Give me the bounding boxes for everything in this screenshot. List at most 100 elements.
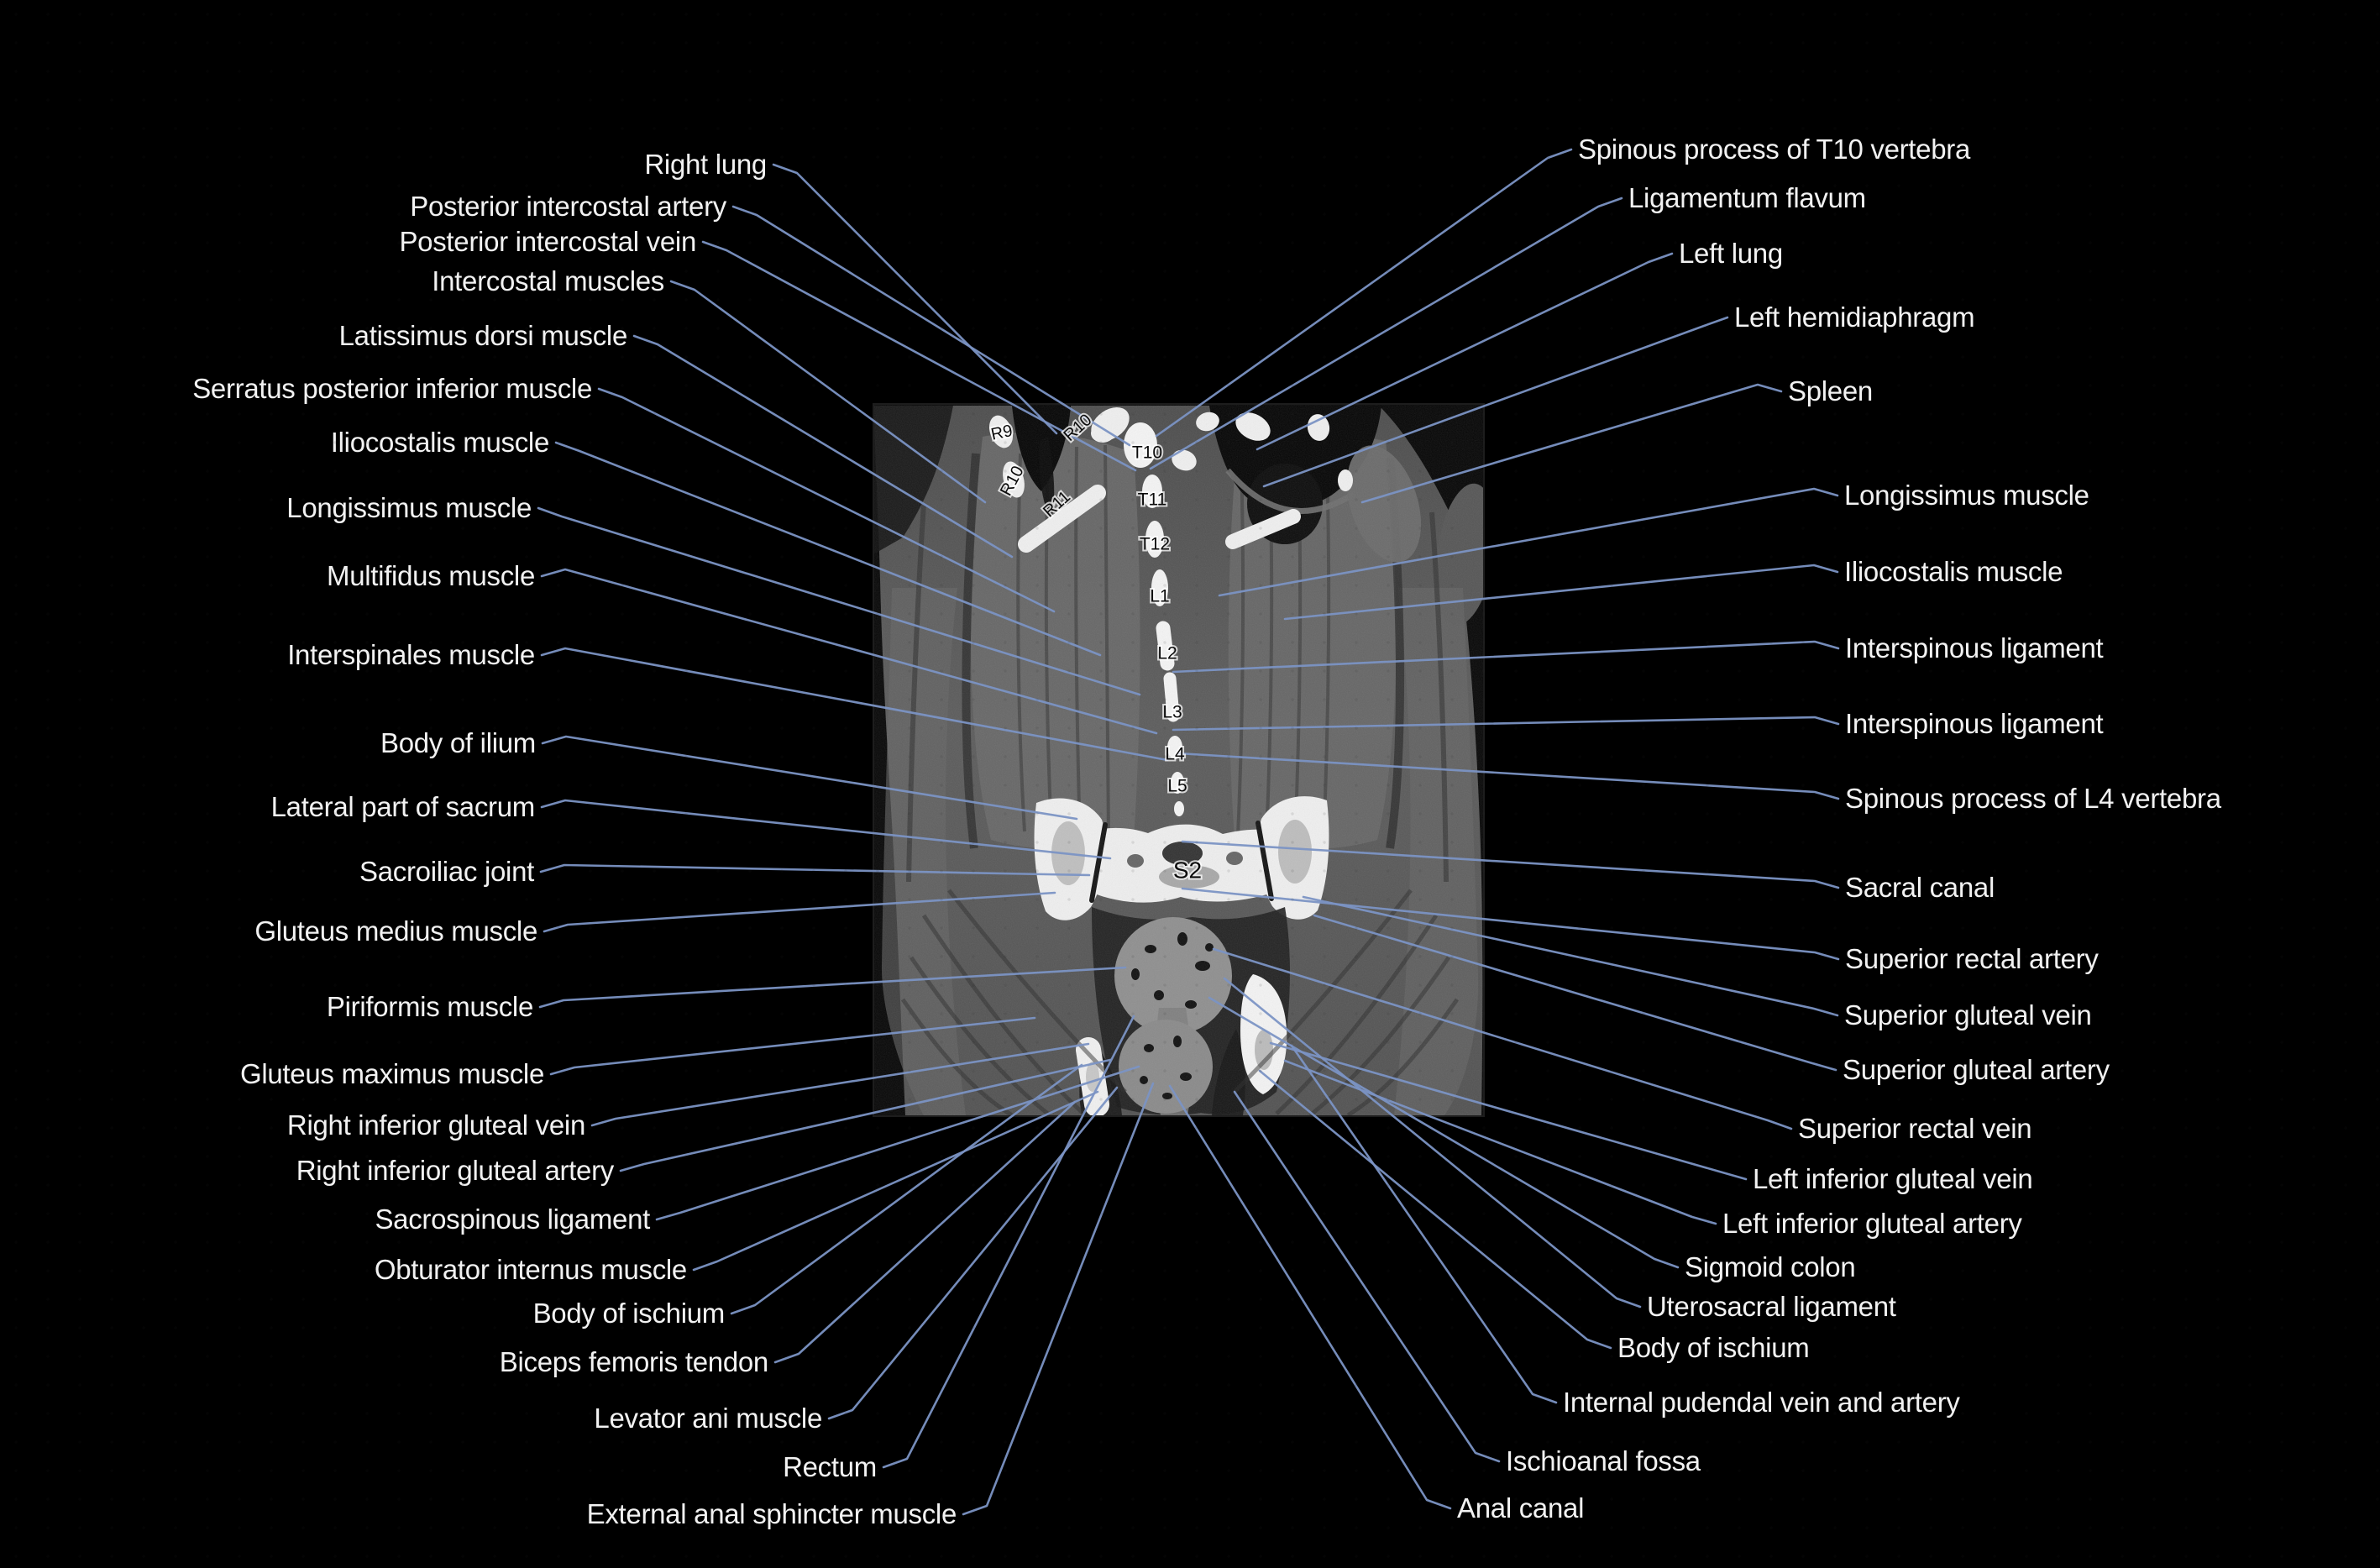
ct-marker-l1-7: L1 bbox=[1150, 587, 1169, 606]
anatomy-label-right-10-spinous-process-of-l4-vertebra: Spinous process of L4 vertebra bbox=[1845, 783, 2221, 814]
leader-line-left-22 bbox=[773, 1100, 1077, 1364]
anatomy-label-left-21-body-of-ischium: Body of ischium bbox=[532, 1298, 726, 1329]
anatomy-label-right-9-interspinous-ligament: Interspinous ligament bbox=[1845, 708, 2104, 739]
leader-line-left-21 bbox=[730, 1063, 1083, 1315]
leader-line-right-16 bbox=[1269, 1041, 1748, 1181]
leader-line-right-9 bbox=[1172, 716, 1840, 732]
ct-marker-t12-6: T12 bbox=[1140, 535, 1170, 554]
leader-line-right-19 bbox=[1223, 977, 1642, 1308]
ct-frame-border bbox=[873, 403, 1485, 1117]
anatomy-label-right-19-uterosacral-ligament: Uterosacral ligament bbox=[1647, 1291, 1896, 1322]
anatomy-label-right-13-superior-gluteal-vein: Superior gluteal vein bbox=[1844, 999, 2092, 1030]
leader-line-right-12 bbox=[1181, 887, 1840, 961]
anatomy-label-right-18-sigmoid-colon: Sigmoid colon bbox=[1685, 1251, 1856, 1282]
ct-marker-l3-9: L3 bbox=[1162, 703, 1182, 722]
anatomy-label-right-20-body-of-ischium: Body of ischium bbox=[1617, 1332, 1810, 1363]
anatomy-label-right-16-left-inferior-gluteal-vein: Left inferior gluteal vein bbox=[1753, 1163, 2033, 1194]
leader-line-left-16 bbox=[549, 1016, 1036, 1076]
leader-line-right-3 bbox=[1256, 252, 1674, 451]
leader-line-right-10 bbox=[1177, 752, 1840, 800]
leader-line-left-2 bbox=[731, 205, 1131, 447]
leader-line-right-13 bbox=[1302, 895, 1839, 1017]
anatomy-label-left-8-longissimus-muscle: Longissimus muscle bbox=[286, 492, 532, 523]
leader-line-left-25 bbox=[962, 1082, 1155, 1516]
anatomy-label-right-21-internal-pudendal-vein-and-artery: Internal pudendal vein and artery bbox=[1563, 1387, 1960, 1418]
leader-line-left-7 bbox=[554, 441, 1102, 657]
leader-line-right-14 bbox=[1313, 914, 1837, 1072]
anatomy-label-right-15-superior-rectal-vein: Superior rectal vein bbox=[1798, 1113, 2032, 1144]
anatomy-label-left-20-obturator-internus-muscle: Obturator internus muscle bbox=[374, 1254, 687, 1285]
leader-line-left-19 bbox=[655, 1065, 1140, 1221]
leader-line-left-11 bbox=[541, 735, 1078, 821]
anatomy-label-left-11-body-of-ilium: Body of ilium bbox=[380, 727, 536, 758]
leader-line-right-18 bbox=[1208, 996, 1680, 1269]
anatomy-label-left-6-serratus-posterior-inferior-muscle: Serratus posterior inferior muscle bbox=[192, 373, 592, 404]
anatomy-label-right-12-superior-rectal-artery: Superior rectal artery bbox=[1845, 943, 2099, 974]
anatomy-label-left-9-multifidus-muscle: Multifidus muscle bbox=[327, 560, 535, 591]
leader-line-right-7 bbox=[1283, 564, 1839, 621]
ct-marker-l2-8: L2 bbox=[1157, 644, 1177, 663]
ct-marker-s2-12: S2 bbox=[1173, 857, 1202, 883]
anatomy-label-left-25-external-anal-sphincter-muscle: External anal sphincter muscle bbox=[586, 1498, 957, 1529]
anatomy-label-left-14-gluteus-medius-muscle: Gluteus medius muscle bbox=[254, 915, 537, 947]
leader-line-left-23 bbox=[827, 1086, 1119, 1420]
leader-line-left-9 bbox=[540, 568, 1158, 735]
anatomy-label-left-12-lateral-part-of-sacrum: Lateral part of sacrum bbox=[270, 791, 536, 822]
anatomy-label-right-5-spleen: Spleen bbox=[1788, 375, 1873, 406]
anatomy-label-left-3-posterior-intercostal-vein: Posterior intercostal vein bbox=[399, 226, 696, 257]
leader-line-right-23 bbox=[1168, 1084, 1452, 1510]
leader-line-right-2 bbox=[1149, 197, 1623, 470]
anatomy-label-left-15-piriformis-muscle: Piriformis muscle bbox=[326, 991, 533, 1022]
anatomy-label-left-7-iliocostalis-muscle: Iliocostalis muscle bbox=[330, 427, 550, 458]
anatomy-label-left-23-levator-ani-muscle: Levator ani muscle bbox=[594, 1403, 822, 1434]
anatomy-label-left-10-interspinales-muscle: Interspinales muscle bbox=[287, 639, 535, 670]
anatomy-label-left-22-biceps-femoris-tendon: Biceps femoris tendon bbox=[499, 1346, 769, 1377]
anatomy-label-right-2-ligamentum-flavum: Ligamentum flavum bbox=[1628, 182, 1866, 213]
anatomy-label-right-6-longissimus-muscle: Longissimus muscle bbox=[1844, 480, 2089, 511]
ct-noise-texture bbox=[873, 404, 1484, 1116]
anatomy-label-right-23-anal-canal: Anal canal bbox=[1457, 1492, 1585, 1523]
anatomy-label-right-3-left-lung: Left lung bbox=[1679, 238, 1783, 269]
anatomy-label-right-17-left-inferior-gluteal-artery: Left inferior gluteal artery bbox=[1722, 1208, 2022, 1239]
leader-line-right-15 bbox=[1212, 947, 1793, 1130]
leader-line-right-11 bbox=[1181, 840, 1840, 889]
anatomy-label-right-4-left-hemidiaphragm: Left hemidiaphragm bbox=[1734, 302, 1975, 333]
leader-line-right-21 bbox=[1290, 1044, 1558, 1404]
leader-line-left-24 bbox=[882, 1015, 1135, 1469]
anatomy-label-right-8-interspinous-ligament: Interspinous ligament bbox=[1845, 632, 2104, 663]
leader-line-right-22 bbox=[1233, 1090, 1501, 1463]
anatomy-label-left-4-intercostal-muscles: Intercostal muscles bbox=[432, 265, 664, 296]
anatomy-label-right-14-superior-gluteal-artery: Superior gluteal artery bbox=[1843, 1054, 2110, 1085]
ct-marker-t10-4: T10 bbox=[1132, 443, 1162, 463]
leader-line-left-17 bbox=[590, 1042, 1090, 1127]
anatomy-label-left-24-rectum: Rectum bbox=[783, 1451, 877, 1482]
leader-line-right-1 bbox=[1155, 148, 1573, 438]
anatomy-label-left-19-sacrospinous-ligament: Sacrospinous ligament bbox=[375, 1204, 650, 1235]
anatomy-label-left-1-right-lung: Right lung bbox=[644, 149, 767, 180]
leader-lines-layer bbox=[537, 148, 1840, 1516]
anatomy-label-right-22-ischioanal-fossa: Ischioanal fossa bbox=[1506, 1445, 1701, 1476]
anatomy-label-left-16-gluteus-maximus-muscle: Gluteus maximus muscle bbox=[239, 1058, 544, 1089]
anatomy-label-left-13-sacroiliac-joint: Sacroiliac joint bbox=[359, 856, 534, 887]
leader-line-left-13 bbox=[539, 863, 1091, 877]
leader-line-right-5 bbox=[1360, 383, 1783, 504]
ct-marker-l4-10: L4 bbox=[1165, 745, 1185, 764]
ct-marker-t11-5: T11 bbox=[1138, 490, 1167, 510]
anatomy-label-left-17-right-inferior-gluteal-vein: Right inferior gluteal vein bbox=[286, 1109, 585, 1141]
leader-line-left-15 bbox=[538, 966, 1127, 1009]
leader-line-right-8 bbox=[1172, 640, 1840, 674]
leader-line-right-17 bbox=[1283, 1059, 1717, 1225]
leader-line-left-3 bbox=[701, 240, 1137, 472]
leader-line-left-4 bbox=[669, 280, 987, 504]
ct-marker-l5-11: L5 bbox=[1167, 777, 1187, 796]
anatomy-label-left-18-right-inferior-gluteal-artery: Right inferior gluteal artery bbox=[296, 1155, 615, 1186]
leader-line-right-20 bbox=[1258, 1069, 1612, 1350]
anatomy-label-right-11-sacral-canal: Sacral canal bbox=[1845, 872, 1995, 903]
leader-line-left-8 bbox=[537, 506, 1141, 696]
leader-line-left-10 bbox=[540, 647, 1169, 762]
anatomy-label-right-1-spinous-process-of-t10-vertebra: Spinous process of T10 vertebra bbox=[1578, 134, 1971, 165]
anatomy-label-left-2-posterior-intercostal-artery: Posterior intercostal artery bbox=[410, 191, 726, 222]
